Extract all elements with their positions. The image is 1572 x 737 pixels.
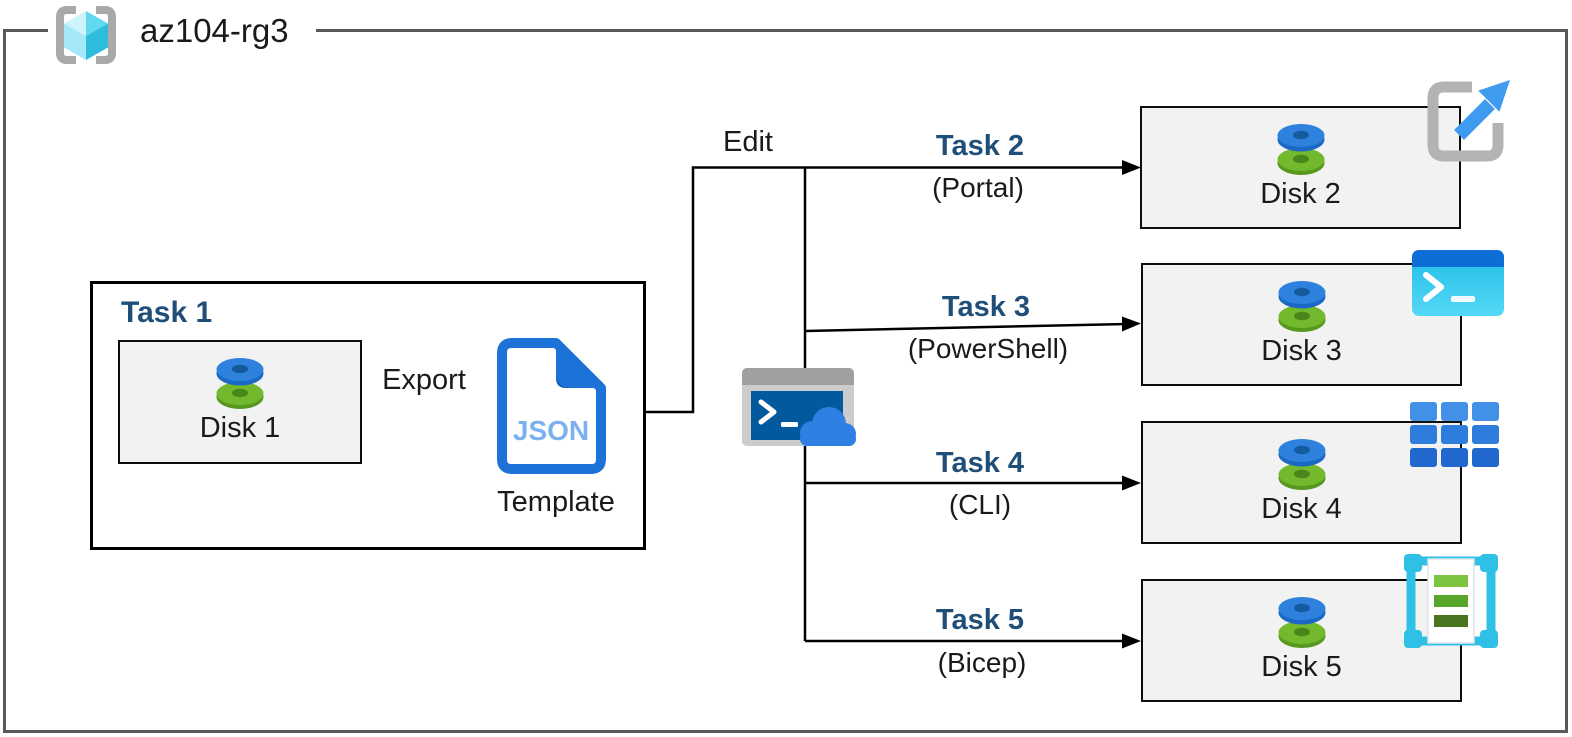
task2-arrowhead <box>1122 160 1141 175</box>
edit-connector-line <box>646 166 1127 414</box>
powershell-icon <box>1412 250 1504 316</box>
task3-method: (PowerShell) <box>907 333 1069 364</box>
resource-group-name: az104-rg3 <box>140 12 289 49</box>
template-caption: Template <box>497 486 615 518</box>
disk-2-label: Disk 2 <box>1260 178 1341 210</box>
task4-label: Task 4 <box>935 447 1025 479</box>
disk-4-box: Disk 4 <box>1141 421 1462 544</box>
task4-arrowhead <box>1122 475 1141 491</box>
task2-label: Task 2 <box>935 130 1025 162</box>
managed-disk-icon <box>1278 439 1325 490</box>
cloud-shell-icon <box>742 368 856 446</box>
frame-label-gap <box>48 26 316 36</box>
portal-icon <box>1427 80 1510 162</box>
json-file-text: JSON <box>513 415 589 446</box>
edit-label: Edit <box>723 126 773 158</box>
task3-branch-line <box>804 322 1128 333</box>
task5-method: (Bicep) <box>937 647 1027 678</box>
task5-arrowhead <box>1122 633 1141 649</box>
bicep-template-icon <box>1404 554 1498 648</box>
task1-title: Task 1 <box>121 296 213 329</box>
json-template-icon: JSON <box>497 338 606 474</box>
task5-label: Task 5 <box>935 604 1025 636</box>
disk-4-label: Disk 4 <box>1261 493 1342 525</box>
disk-2-box: Disk 2 <box>1140 106 1461 229</box>
managed-disk-icon <box>1278 597 1325 648</box>
resource-group-frame <box>3 29 1568 733</box>
managed-disk-icon <box>216 358 264 409</box>
disk-1-box: Disk 1 <box>118 340 362 464</box>
disk-3-label: Disk 3 <box>1261 335 1342 367</box>
task3-arrowhead <box>1122 316 1141 332</box>
task2-method: (Portal) <box>932 172 1024 203</box>
cli-icon <box>1410 402 1499 467</box>
task4-method: (CLI) <box>948 489 1012 520</box>
disk-1-label: Disk 1 <box>199 412 281 444</box>
managed-disk-icon <box>1277 124 1324 175</box>
export-label: Export <box>382 364 466 396</box>
disk-5-label: Disk 5 <box>1261 651 1342 683</box>
resource-group-icon <box>56 6 116 64</box>
disk-3-box: Disk 3 <box>1141 263 1462 386</box>
task3-label: Task 3 <box>941 291 1031 323</box>
managed-disk-icon <box>1278 281 1325 332</box>
task1-box: Task 1 Disk 1 <box>90 281 646 550</box>
